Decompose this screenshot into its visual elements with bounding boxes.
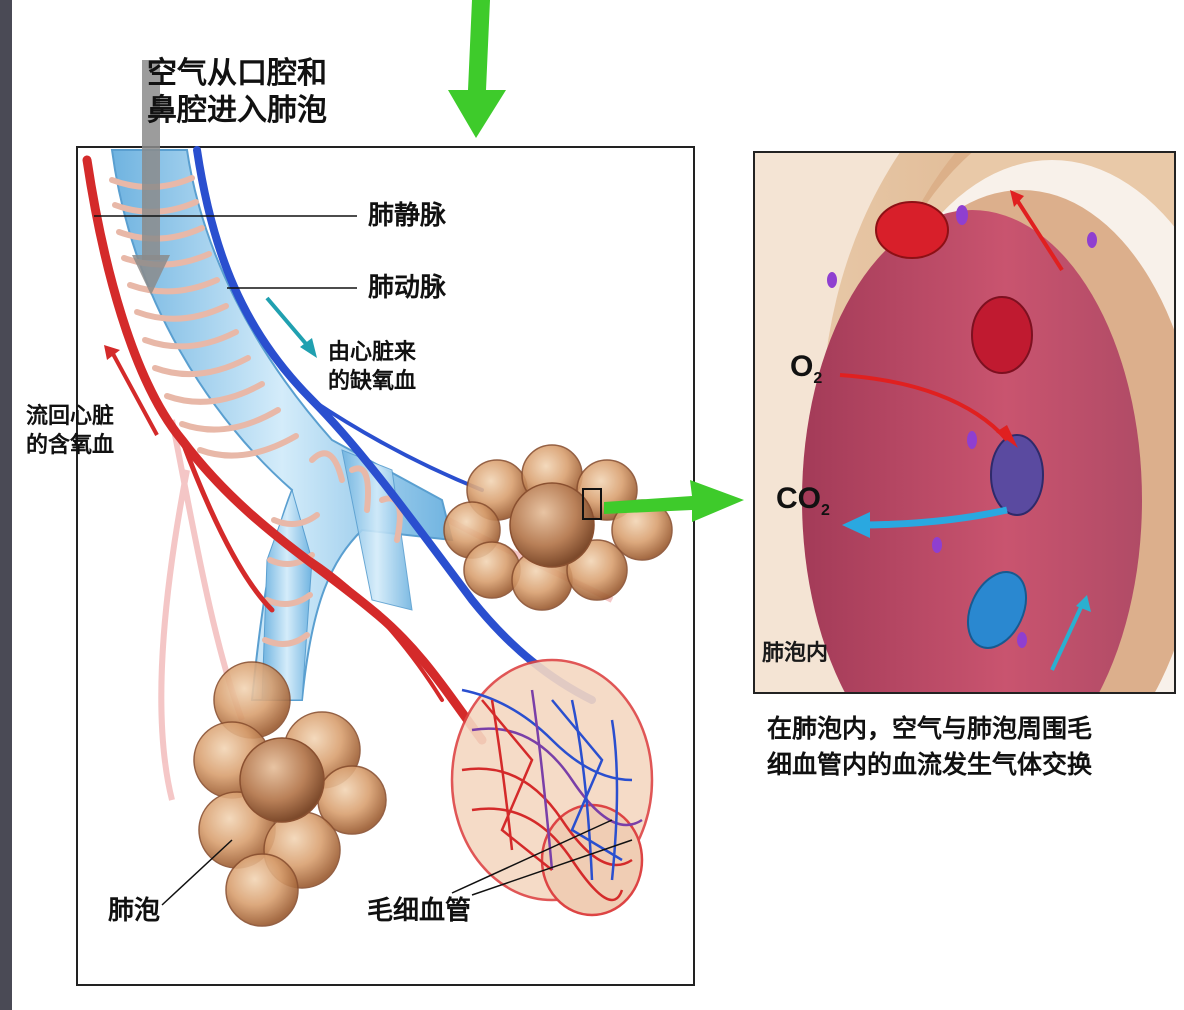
deoxygenated-blood-label-2: 的缺氧血 <box>328 368 416 396</box>
inside-alveolus-label: 肺泡内 <box>762 640 828 668</box>
co2-label: CO2 <box>776 482 830 520</box>
alveolus-label: 肺泡 <box>108 895 160 927</box>
diagram-svg <box>12 0 1184 1010</box>
air-inflow-label-1: 空气从口腔和 <box>147 56 327 92</box>
o2-label: O2 <box>790 350 822 388</box>
air-inflow-label-2: 鼻腔进入肺泡 <box>147 93 327 129</box>
caption-line-2: 细血管内的血流发生气体交换 <box>767 748 1092 782</box>
capillary-label: 毛细血管 <box>367 895 471 927</box>
pulmonary-vein-label: 肺静脉 <box>368 200 446 232</box>
oxygenated-blood-label-1: 流回心脏 <box>26 403 114 431</box>
deoxygenated-blood-label-1: 由心脏来 <box>328 339 416 367</box>
oxygenated-blood-label-2: 的含氧血 <box>26 432 114 460</box>
diagram-canvas: 空气从口腔和 鼻腔进入肺泡 肺静脉 肺动脉 由心脏来 的缺氧血 流回心脏 的含氧… <box>12 0 1184 1010</box>
caption-line-1: 在肺泡内，空气与肺泡周围毛 <box>767 712 1092 746</box>
pulmonary-artery-label: 肺动脉 <box>368 272 446 304</box>
